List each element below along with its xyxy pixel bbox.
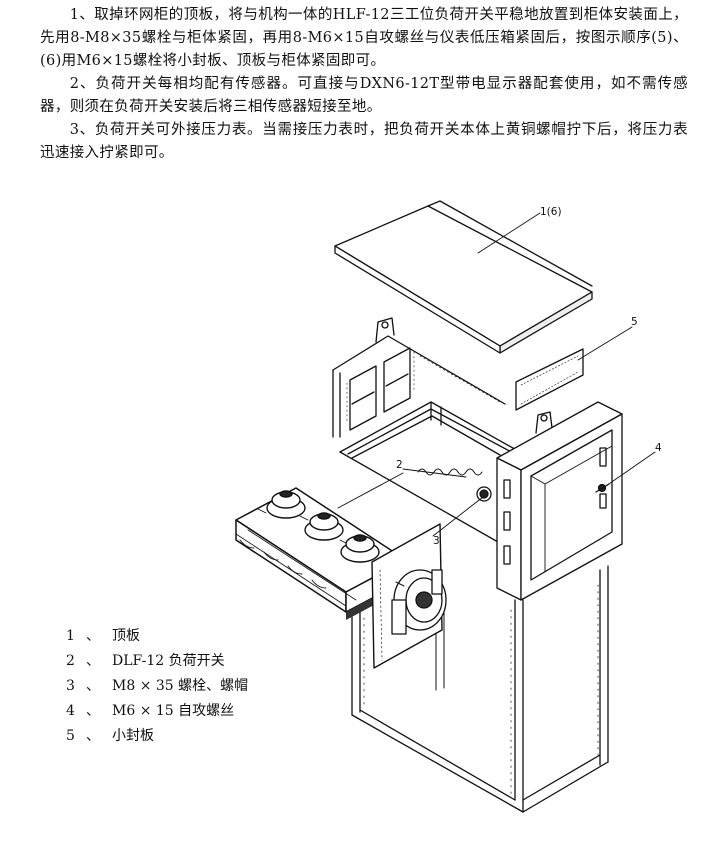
callout-label-1: 1(6) — [540, 206, 562, 218]
callout-label-4: 4 — [655, 442, 662, 454]
legend-item: 4、M6 × 15 自攻螺丝 — [66, 703, 235, 719]
instruction-paragraph-3: 3、负荷开关可外接压力表。当需接压力表时，把负荷开关本体上黄铜螺帽拧下后，将压力… — [40, 122, 688, 161]
top-plate — [334, 200, 593, 354]
legend-item: 3、M8 × 35 螺栓、螺帽 — [66, 678, 249, 694]
small-cover-plate — [515, 348, 584, 411]
callout-label-3: 3 — [433, 535, 440, 547]
load-switch — [235, 487, 447, 669]
parts-legend: 1、顶板 2、DLF-12 负荷开关 3、M8 × 35 螺栓、螺帽 4、M6 … — [66, 624, 248, 749]
legend-item: 2、DLF-12 负荷开关 — [66, 653, 225, 669]
instruction-paragraph-2: 2、负荷开关每相均配有传感器。可直接与DXN6-12T型带电显示器配套使用，如不… — [40, 76, 688, 115]
legend-item: 1、顶板 — [66, 628, 140, 644]
callout-label-5: 5 — [631, 316, 638, 328]
legend-item: 5、小封板 — [66, 728, 154, 744]
cabinet-frame — [332, 317, 609, 813]
instrument-box — [496, 401, 623, 601]
callout-label-2: 2 — [396, 459, 403, 471]
callout-leaders — [337, 212, 656, 537]
instruction-paragraph-1: 1、取掉环网柜的顶板，将与机构一体的HLF-12三工位负荷开关平稳地放置到柜体安… — [40, 7, 688, 69]
